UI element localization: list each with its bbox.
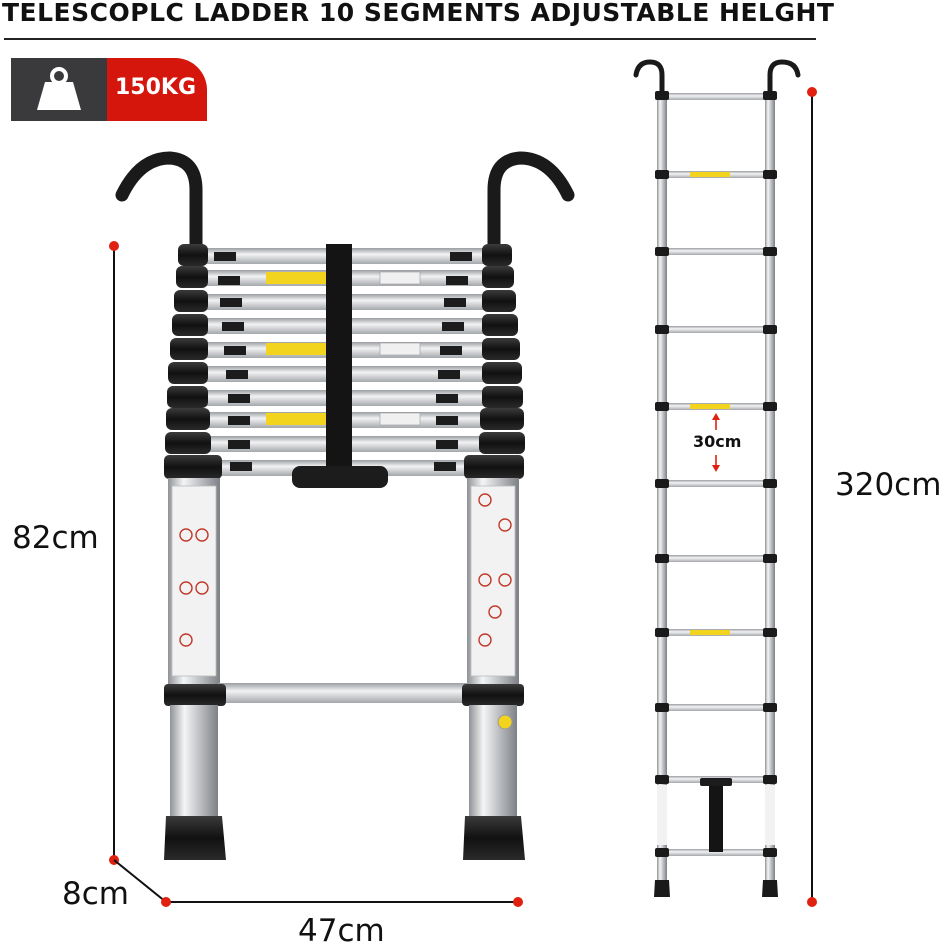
- extended-right-hook: [767, 59, 801, 98]
- collapsed-height-label: 82cm: [12, 520, 99, 556]
- extended-end-caps: [655, 91, 777, 857]
- collapsed-height-marker: [109, 241, 119, 865]
- right-foot: [463, 816, 525, 860]
- extended-right-stile: [765, 92, 775, 897]
- title-divider: [4, 38, 816, 40]
- extended-ladder: [633, 59, 801, 897]
- rung-spacing-arrows: [712, 413, 720, 472]
- extended-height-marker: [807, 87, 817, 907]
- extended-strap: [709, 780, 723, 852]
- extended-right-foot: [762, 880, 778, 897]
- depth-marker: [113, 859, 167, 903]
- load-capacity-text: 150KG: [115, 75, 197, 100]
- left-end-caps: [164, 244, 222, 479]
- extended-left-stile: [657, 92, 667, 897]
- extended-rungs: [660, 93, 772, 856]
- left-leg: [170, 705, 218, 820]
- left-hook: [115, 151, 203, 252]
- width-marker: [161, 897, 523, 907]
- right-hook: [487, 151, 575, 252]
- release-button: [497, 714, 513, 730]
- width-label: 47cm: [298, 913, 385, 949]
- badge-icon-panel: [11, 58, 107, 121]
- extended-height-label: 320cm: [835, 467, 942, 503]
- load-capacity-badge: 150KG: [11, 58, 207, 121]
- extended-left-foot: [654, 880, 670, 897]
- right-end-caps: [464, 244, 525, 479]
- extended-left-hook: [633, 59, 665, 98]
- badge-value-panel: [107, 58, 207, 121]
- left-foot: [164, 816, 226, 860]
- carry-handle: [292, 466, 388, 488]
- carry-strap: [326, 244, 352, 474]
- rung-spacing-label: 30cm: [693, 432, 742, 451]
- weight-icon: [37, 67, 81, 110]
- bottom-rung: [218, 683, 470, 703]
- page-title: TELESCOPLC LADDER 10 SEGMENTS ADJUSTABLE…: [2, 0, 835, 27]
- depth-label: 8cm: [62, 876, 129, 912]
- collapsed-ladder: [115, 151, 575, 860]
